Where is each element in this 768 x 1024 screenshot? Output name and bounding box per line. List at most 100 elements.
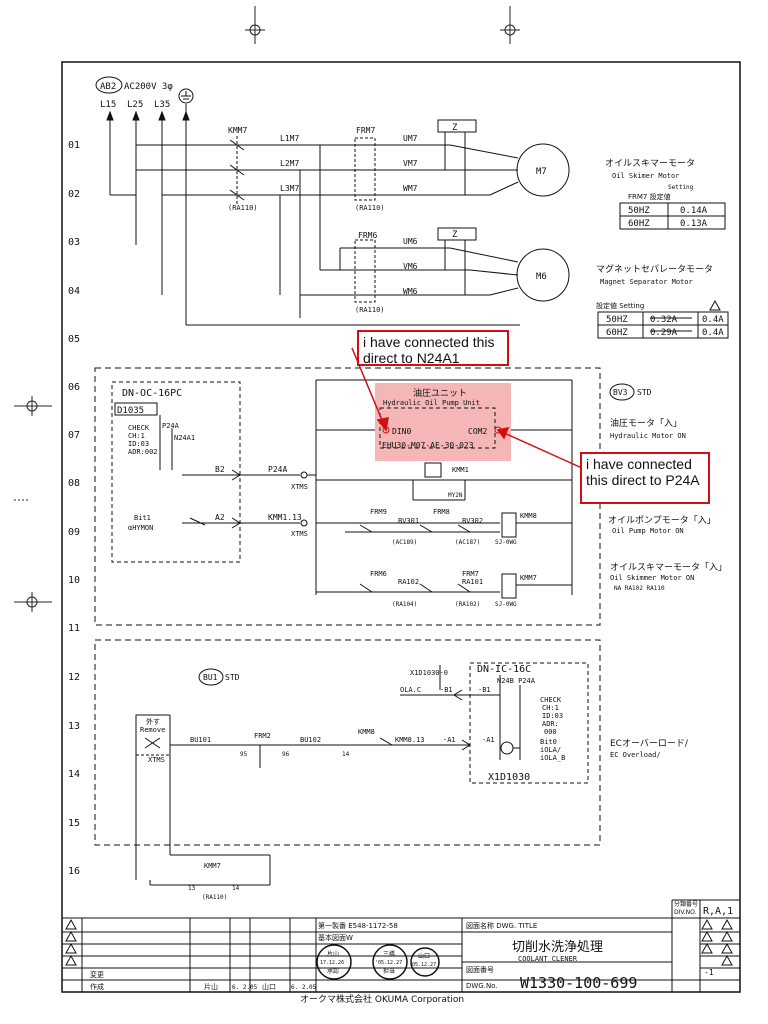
bv3-std: STD [637, 388, 652, 397]
hyd-title-jp: 油圧ユニット [413, 387, 467, 399]
m6-60hz: 60HZ [606, 328, 628, 338]
plc-box-tag: D1035 [117, 406, 144, 416]
row-number: 14 [68, 769, 80, 780]
skim-on-jp: オイルスキマーモータ「入」 [610, 562, 727, 573]
dwg-no-label: 図面番号 [466, 966, 494, 974]
bu1-tag: BU1 [203, 673, 218, 682]
ic-check-2: ID:03 [542, 712, 563, 720]
a1-b-label: -A1 [482, 736, 495, 744]
person1: 片山 [204, 982, 218, 991]
ac187-label: (AC187) [455, 539, 480, 546]
stamp2-bot: 担当 [383, 967, 395, 975]
dwg-number: W1330-100-699 [520, 974, 637, 992]
z-m7: Z [452, 123, 458, 133]
frm2-label: FRM2 [254, 732, 271, 740]
remove-jp: 外す [146, 717, 160, 726]
row-number: 12 [68, 672, 80, 683]
ic-check-4: 000 [544, 728, 557, 736]
t14-label: 14 [342, 751, 350, 758]
row-number: 15 [68, 818, 80, 829]
dwg-title-label: 図面名称 DWG. TITLE [466, 921, 537, 930]
row-number: 07 [68, 430, 80, 441]
sj-label-1: SJ-0WG [495, 539, 517, 546]
t96-label: 96 [282, 751, 290, 758]
bv302-label: BV302 [462, 517, 483, 525]
ic-check-5: Bit0 [540, 738, 557, 746]
motor-m7-icon [516, 143, 570, 197]
row-number: 13 [68, 721, 80, 732]
ec-en: EC Overload/ [610, 751, 661, 759]
stamp3-date: 05.12.27 [412, 962, 436, 968]
div-label-jp: 分類番号 [674, 900, 698, 908]
m6-60hz-new: 0.4A [702, 328, 724, 338]
hyd-model: EHU30-M07-AE-30-023 [382, 441, 474, 450]
first-made: 第一製番 E548-1172-58 [318, 921, 398, 930]
kmm7-c-label: KMM7 [520, 574, 537, 582]
frm7-c-label: FRM7 [462, 570, 479, 578]
row-number: 03 [68, 237, 80, 248]
m7-60hz-val: 0.13A [680, 219, 708, 229]
l2m7-label: L2M7 [280, 159, 299, 168]
frm6-c-label: FRM6 [370, 570, 387, 578]
hyd-title-en: Hydraulic Oil Pump Unit [383, 399, 480, 407]
row-number: 08 [68, 478, 80, 489]
bu1-std: STD [225, 673, 240, 682]
m6-50hz-new: 0.4A [702, 315, 724, 325]
kmm7-13: 13 [188, 885, 196, 892]
m6-50hz-old: 0.32A [650, 315, 678, 325]
m7-50hz: 50HZ [628, 206, 650, 216]
m6-60hz-old: 0.29A [650, 328, 678, 338]
company-name: オークマ株式会社 OKUMA Corporation [300, 993, 464, 1005]
ic-check-0: CHECK [540, 696, 562, 704]
ground-icon [178, 88, 194, 104]
m7-setting: Setting [668, 184, 694, 191]
vm6-label: VM6 [403, 262, 418, 271]
supply-label: AC200V 3φ [124, 82, 173, 92]
ac189-label: (AC189) [392, 539, 417, 546]
ec-jp: ECオーバーロード/ [610, 738, 689, 749]
frm8-label: FRM8 [433, 508, 450, 516]
row-number: 09 [68, 527, 80, 538]
sj-label-2: SJ-0WG [495, 601, 517, 608]
ic-check-7: iOLA_B [540, 754, 565, 762]
frm6-label: FRM6 [358, 231, 377, 240]
skim-on-en: Oil Skimmer Motor ON [610, 574, 694, 582]
kmm7-lower: KMM7 [204, 862, 221, 870]
motor-m6-icon [516, 248, 570, 302]
wm6-label: WM6 [403, 287, 418, 296]
stamp1-top: 片山 [327, 950, 339, 958]
m6-label: M6 [536, 272, 547, 282]
row-number: 04 [68, 286, 80, 297]
ra101-label: RA101 [462, 578, 483, 586]
phase-l35: L35 [154, 100, 170, 110]
callout-right: i have connected this direct to P24A [580, 452, 710, 504]
z-m6: Z [452, 230, 458, 240]
hyd-din: DIN0 [392, 427, 411, 436]
date2: 6. 2.05 [291, 984, 317, 991]
m7-label: M7 [536, 167, 547, 177]
power-tag: AB2 [100, 82, 116, 92]
plc-check-3: ADR:002 [128, 448, 158, 456]
sheet-number: -1 [704, 968, 714, 977]
div-value: R,A,1 [703, 906, 733, 917]
frm7-label: FRM7 [356, 126, 375, 135]
bv3-tag: BV3 [613, 388, 628, 397]
row-number: 11 [68, 623, 80, 634]
plc-check-0: CHECK [128, 424, 150, 432]
plc-hymon: αHYMON [128, 524, 153, 532]
ra110-m6: (RA110) [355, 306, 385, 314]
plc-a2: A2 [215, 513, 225, 522]
dwg-title-jp: 切削水洗浄処理 [512, 940, 603, 955]
m6-50hz: 50HZ [606, 315, 628, 325]
b1-a-label: -B1 [440, 686, 453, 694]
ra110-m7: (RA110) [355, 204, 385, 212]
m6-title-en: Magnet Separator Motor [600, 278, 693, 286]
row-number: 10 [68, 575, 80, 586]
stamp3-top: 山口 [418, 952, 430, 960]
skim-sub: NA RA102 RA110 [614, 585, 665, 592]
kmm7-ra: (RA110) [228, 204, 258, 212]
kmm7-14: 14 [232, 885, 240, 892]
hyd-on-en: Hydraulic Motor ON [610, 432, 686, 440]
ic-check-6: iOLA/ [540, 746, 561, 754]
